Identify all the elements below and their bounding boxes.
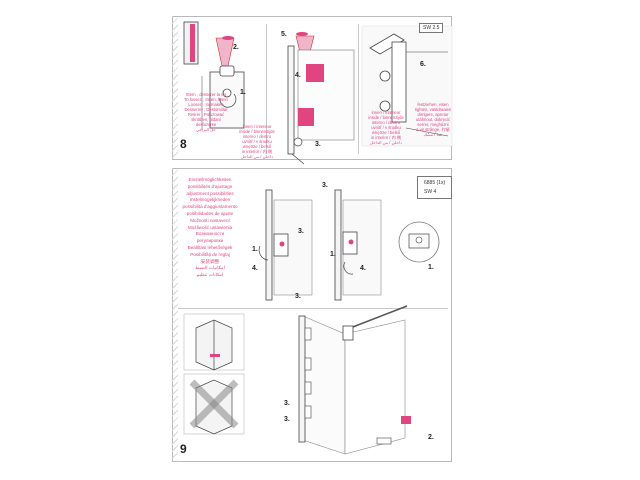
step8-hinge-drawing-1 [183, 21, 245, 130]
callout-9-4b: 4. [360, 265, 366, 272]
step9-hinge-drawing-b [334, 189, 382, 301]
callout-2: 2. [233, 44, 239, 51]
callout-9-3b: 3. [322, 182, 328, 189]
step8-hinge-drawing-2 [287, 32, 355, 165]
step-8-number: 8 [180, 137, 187, 151]
hatch-left-9 [172, 168, 178, 460]
divider [178, 308, 448, 309]
callout-1: 1. [240, 89, 246, 96]
callout-9-1b: 1. [330, 251, 336, 258]
callout-9-1: 1. [252, 246, 258, 253]
step9-enclosure-drawing [298, 305, 411, 455]
callout-9-3c: 3. [295, 293, 301, 300]
callout-6: 6. [420, 61, 426, 68]
callout-5: 5. [281, 31, 287, 38]
step9-corner-wrong [183, 373, 245, 435]
callout-4: 4. [295, 72, 301, 79]
hatch-left-8 [172, 16, 178, 158]
callout-9-1c: 1. [428, 264, 434, 271]
callout-9-2: 2. [428, 434, 434, 441]
callout-9-3e: 3. [284, 416, 290, 423]
callout-9-3: 3. [298, 228, 304, 235]
callout-3: 3. [315, 141, 321, 148]
callout-9-3d: 3. [284, 400, 290, 407]
step9-detail-circle [398, 221, 440, 263]
sw-tag-8: SW 2.5 [419, 23, 444, 33]
step8-hinge-drawing-3 [361, 25, 453, 147]
divider [358, 24, 359, 154]
callout-9-4: 4. [252, 265, 258, 272]
step-9-number: 9 [180, 442, 187, 456]
divider [266, 24, 267, 154]
part-tag-9: 6885 (1x) SW 4 [417, 176, 453, 199]
step9-corner-correct [183, 313, 245, 371]
step9-hinge-drawing-a [258, 189, 313, 301]
